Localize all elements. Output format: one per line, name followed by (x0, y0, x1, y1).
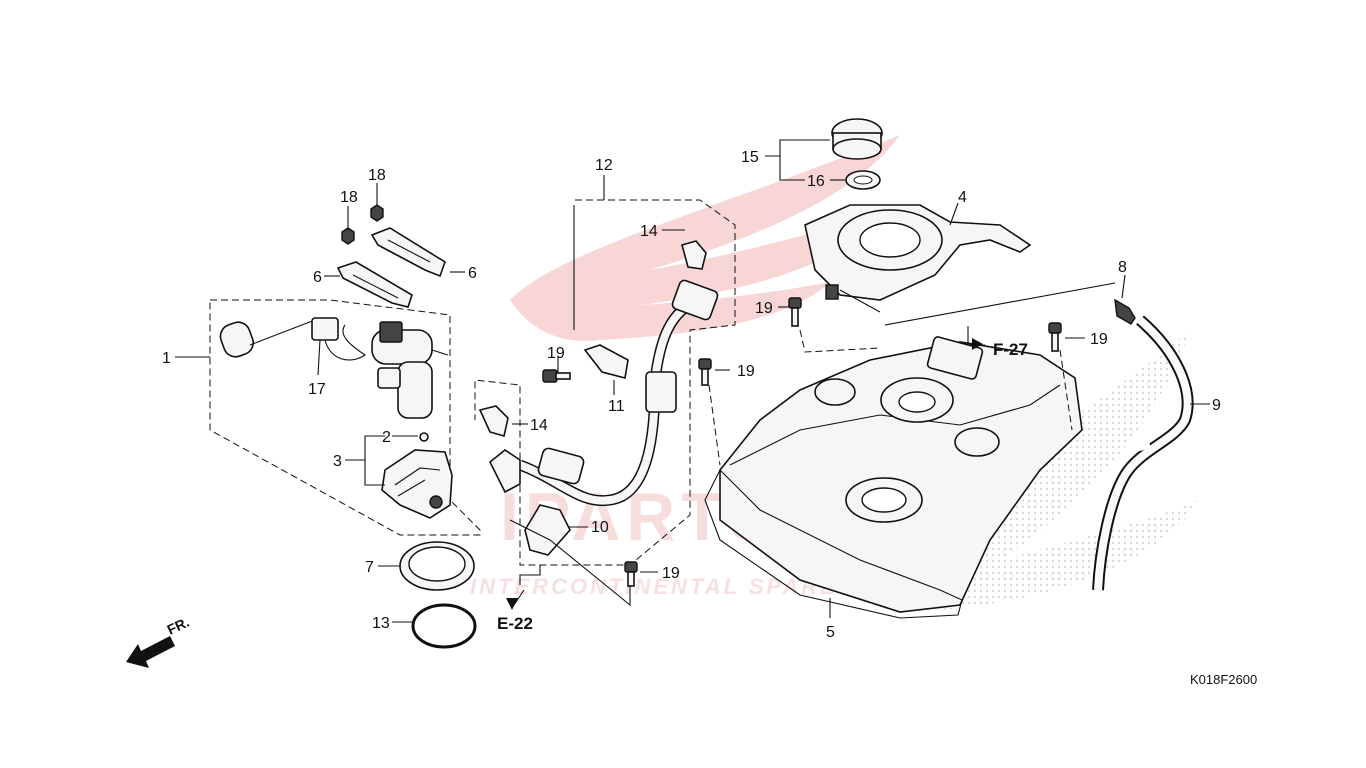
bolt-19-e (624, 561, 638, 587)
fuel-cap-housing (804, 204, 1032, 313)
hose-clip-11 (583, 344, 629, 379)
callout-6-right: 6 (468, 265, 477, 282)
bolt-19-b (1048, 322, 1062, 352)
fuel-cap (831, 118, 883, 190)
callout-6-left: 6 (313, 269, 322, 286)
callout-19-c: 19 (737, 363, 755, 380)
bolt-19-c (698, 358, 712, 386)
callout-1: 1 (162, 350, 171, 367)
fuel-pump-group (209, 299, 481, 536)
fuel-hose-group (474, 199, 736, 566)
diagram-code: K018F2600 (1190, 672, 1257, 687)
watermark-wing-logo (510, 135, 900, 341)
fuel-tank-body (719, 341, 1083, 613)
callout-19-d: 19 (547, 345, 565, 362)
breather-group (1092, 298, 1194, 591)
callout-14-upper: 14 (640, 223, 658, 240)
callout-14-lower: 14 (530, 417, 548, 434)
fuel-filter (381, 449, 453, 519)
clip-14-lower (478, 405, 509, 438)
hose-connector (671, 279, 719, 321)
fuel-pump-connector (379, 321, 403, 343)
callout-10: 10 (591, 519, 609, 536)
tank-flange (704, 469, 963, 619)
callout-16: 16 (807, 173, 825, 190)
callout-5: 5 (826, 624, 835, 641)
callout-2: 2 (382, 429, 391, 446)
callout-19-a: 19 (755, 300, 773, 317)
bolt-19-a (788, 297, 802, 327)
callout-17: 17 (308, 381, 326, 398)
fuel-tank (704, 336, 1083, 619)
fuel-filter-group (381, 432, 453, 519)
bolts (542, 297, 1062, 587)
hose-sleeve (645, 371, 677, 413)
front-direction-indicator: FR. (126, 614, 192, 668)
leader-lines (175, 139, 1210, 623)
o-ring-2 (419, 432, 429, 442)
ref-f27: F-27 (993, 340, 1028, 359)
hose-holder (488, 449, 521, 494)
fuel-pump-bracket (377, 367, 401, 389)
callout-11: 11 (608, 398, 625, 415)
callout-19-e: 19 (662, 565, 680, 582)
fuel-float (219, 321, 254, 358)
front-label: FR. (165, 614, 192, 638)
nut-18-upper (370, 204, 384, 222)
callout-8: 8 (1118, 259, 1127, 276)
setting-plate-lower (336, 261, 413, 308)
fuel-pump-body (397, 361, 433, 419)
callout-7: 7 (365, 559, 374, 576)
callout-12: 12 (595, 157, 613, 174)
section-references: F-27 E-22 (497, 338, 1028, 633)
callout-19-b: 19 (1090, 331, 1108, 348)
tank-tab (926, 336, 984, 380)
set-ring-13 (411, 603, 477, 649)
hose-clamp-10 (524, 504, 571, 556)
callout-18-lower: 18 (340, 189, 358, 206)
joint-8 (1114, 298, 1136, 325)
hose-joint (537, 447, 585, 485)
setting-plate-upper (370, 227, 446, 278)
front-arrow-icon (126, 636, 175, 668)
callout-4: 4 (958, 189, 967, 206)
arrow-e22 (506, 598, 518, 610)
sender-wire (324, 324, 366, 361)
callout-18-upper: 18 (368, 167, 386, 184)
callout-3: 3 (333, 453, 342, 470)
clip-14-upper (681, 240, 707, 270)
bolt-19-d (542, 369, 571, 383)
setting-plates (336, 204, 446, 308)
nut-18-lower (341, 227, 355, 245)
fuel-gauge-sender (311, 317, 339, 341)
ref-e22: E-22 (497, 614, 533, 633)
callout-13: 13 (372, 615, 390, 632)
callout-labels: 1 2 3 4 5 6 6 7 8 9 10 11 12 13 14 14 15… (162, 149, 1221, 641)
callout-15: 15 (741, 149, 759, 166)
callout-9: 9 (1212, 397, 1221, 414)
arrow-f27 (972, 338, 983, 350)
seal-rings (399, 541, 477, 649)
